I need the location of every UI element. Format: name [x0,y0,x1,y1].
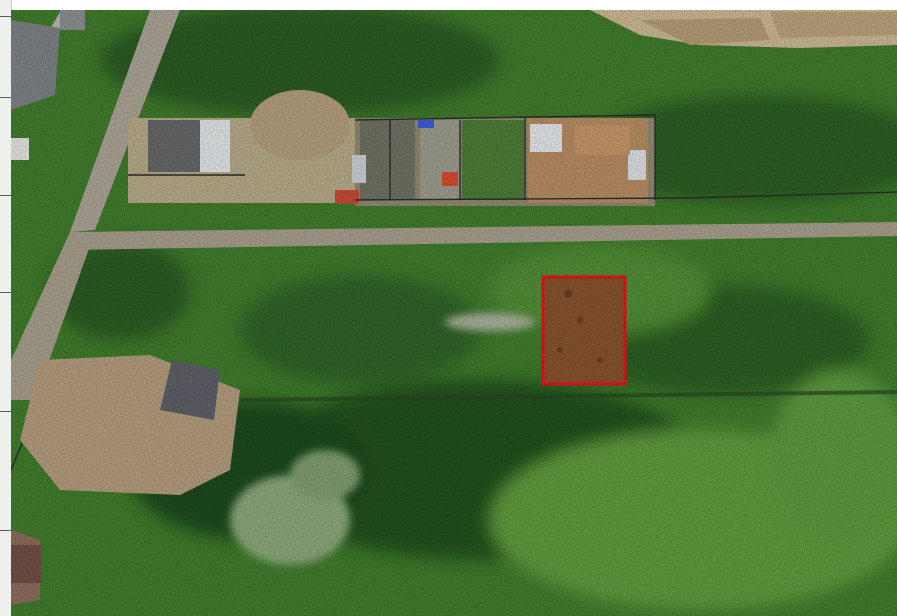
edge-tick [0,411,11,412]
edge-tick [0,195,11,196]
satellite-imagery[interactable] [11,10,897,616]
edge-tick [0,16,11,17]
edge-tick [0,292,11,293]
edge-tick [0,97,11,98]
edge-tick [0,530,11,531]
imagery-noise [11,10,897,616]
